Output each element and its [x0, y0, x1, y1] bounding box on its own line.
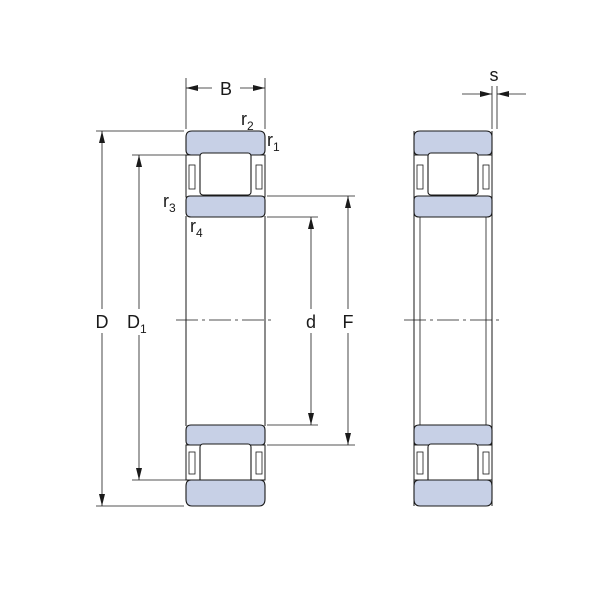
label-r1: r1 — [267, 130, 280, 154]
cage-window-left-bottom — [188, 451, 196, 475]
dimension-s: s — [462, 65, 526, 129]
label-B: B — [220, 79, 232, 99]
label-D1: D1 — [127, 312, 147, 336]
cage-window-right-top — [255, 164, 263, 190]
side-view — [404, 130, 500, 507]
dimension-d: d — [267, 216, 322, 426]
label-F: F — [343, 312, 354, 332]
label-D: D — [96, 312, 109, 332]
cage-window-left-top — [188, 164, 196, 190]
inner-ring-bottom-right — [413, 424, 493, 446]
outer-ring-bottom — [185, 479, 266, 507]
corner-labels: r2 r1 r3 r4 — [163, 109, 280, 240]
inner-ring-bottom — [185, 424, 266, 446]
roller-top — [199, 152, 252, 196]
outer-ring-top — [185, 130, 266, 156]
roller-top-right — [427, 152, 479, 196]
dimension-D: D — [90, 130, 184, 507]
section-view — [176, 130, 272, 507]
label-r4: r4 — [190, 216, 203, 240]
dimension-D1: D1 — [124, 154, 198, 481]
inner-ring-top — [185, 195, 266, 218]
outer-ring-top-right — [413, 130, 493, 156]
label-d: d — [306, 312, 316, 332]
outer-ring-bottom-right — [413, 479, 493, 507]
dimension-B: B — [185, 76, 266, 129]
dimension-F: F — [267, 195, 359, 446]
label-r3: r3 — [163, 191, 176, 215]
label-s: s — [490, 65, 499, 85]
label-r2: r2 — [241, 109, 254, 133]
cage-window-right-bottom — [255, 451, 263, 475]
inner-ring-top-right — [413, 195, 493, 218]
